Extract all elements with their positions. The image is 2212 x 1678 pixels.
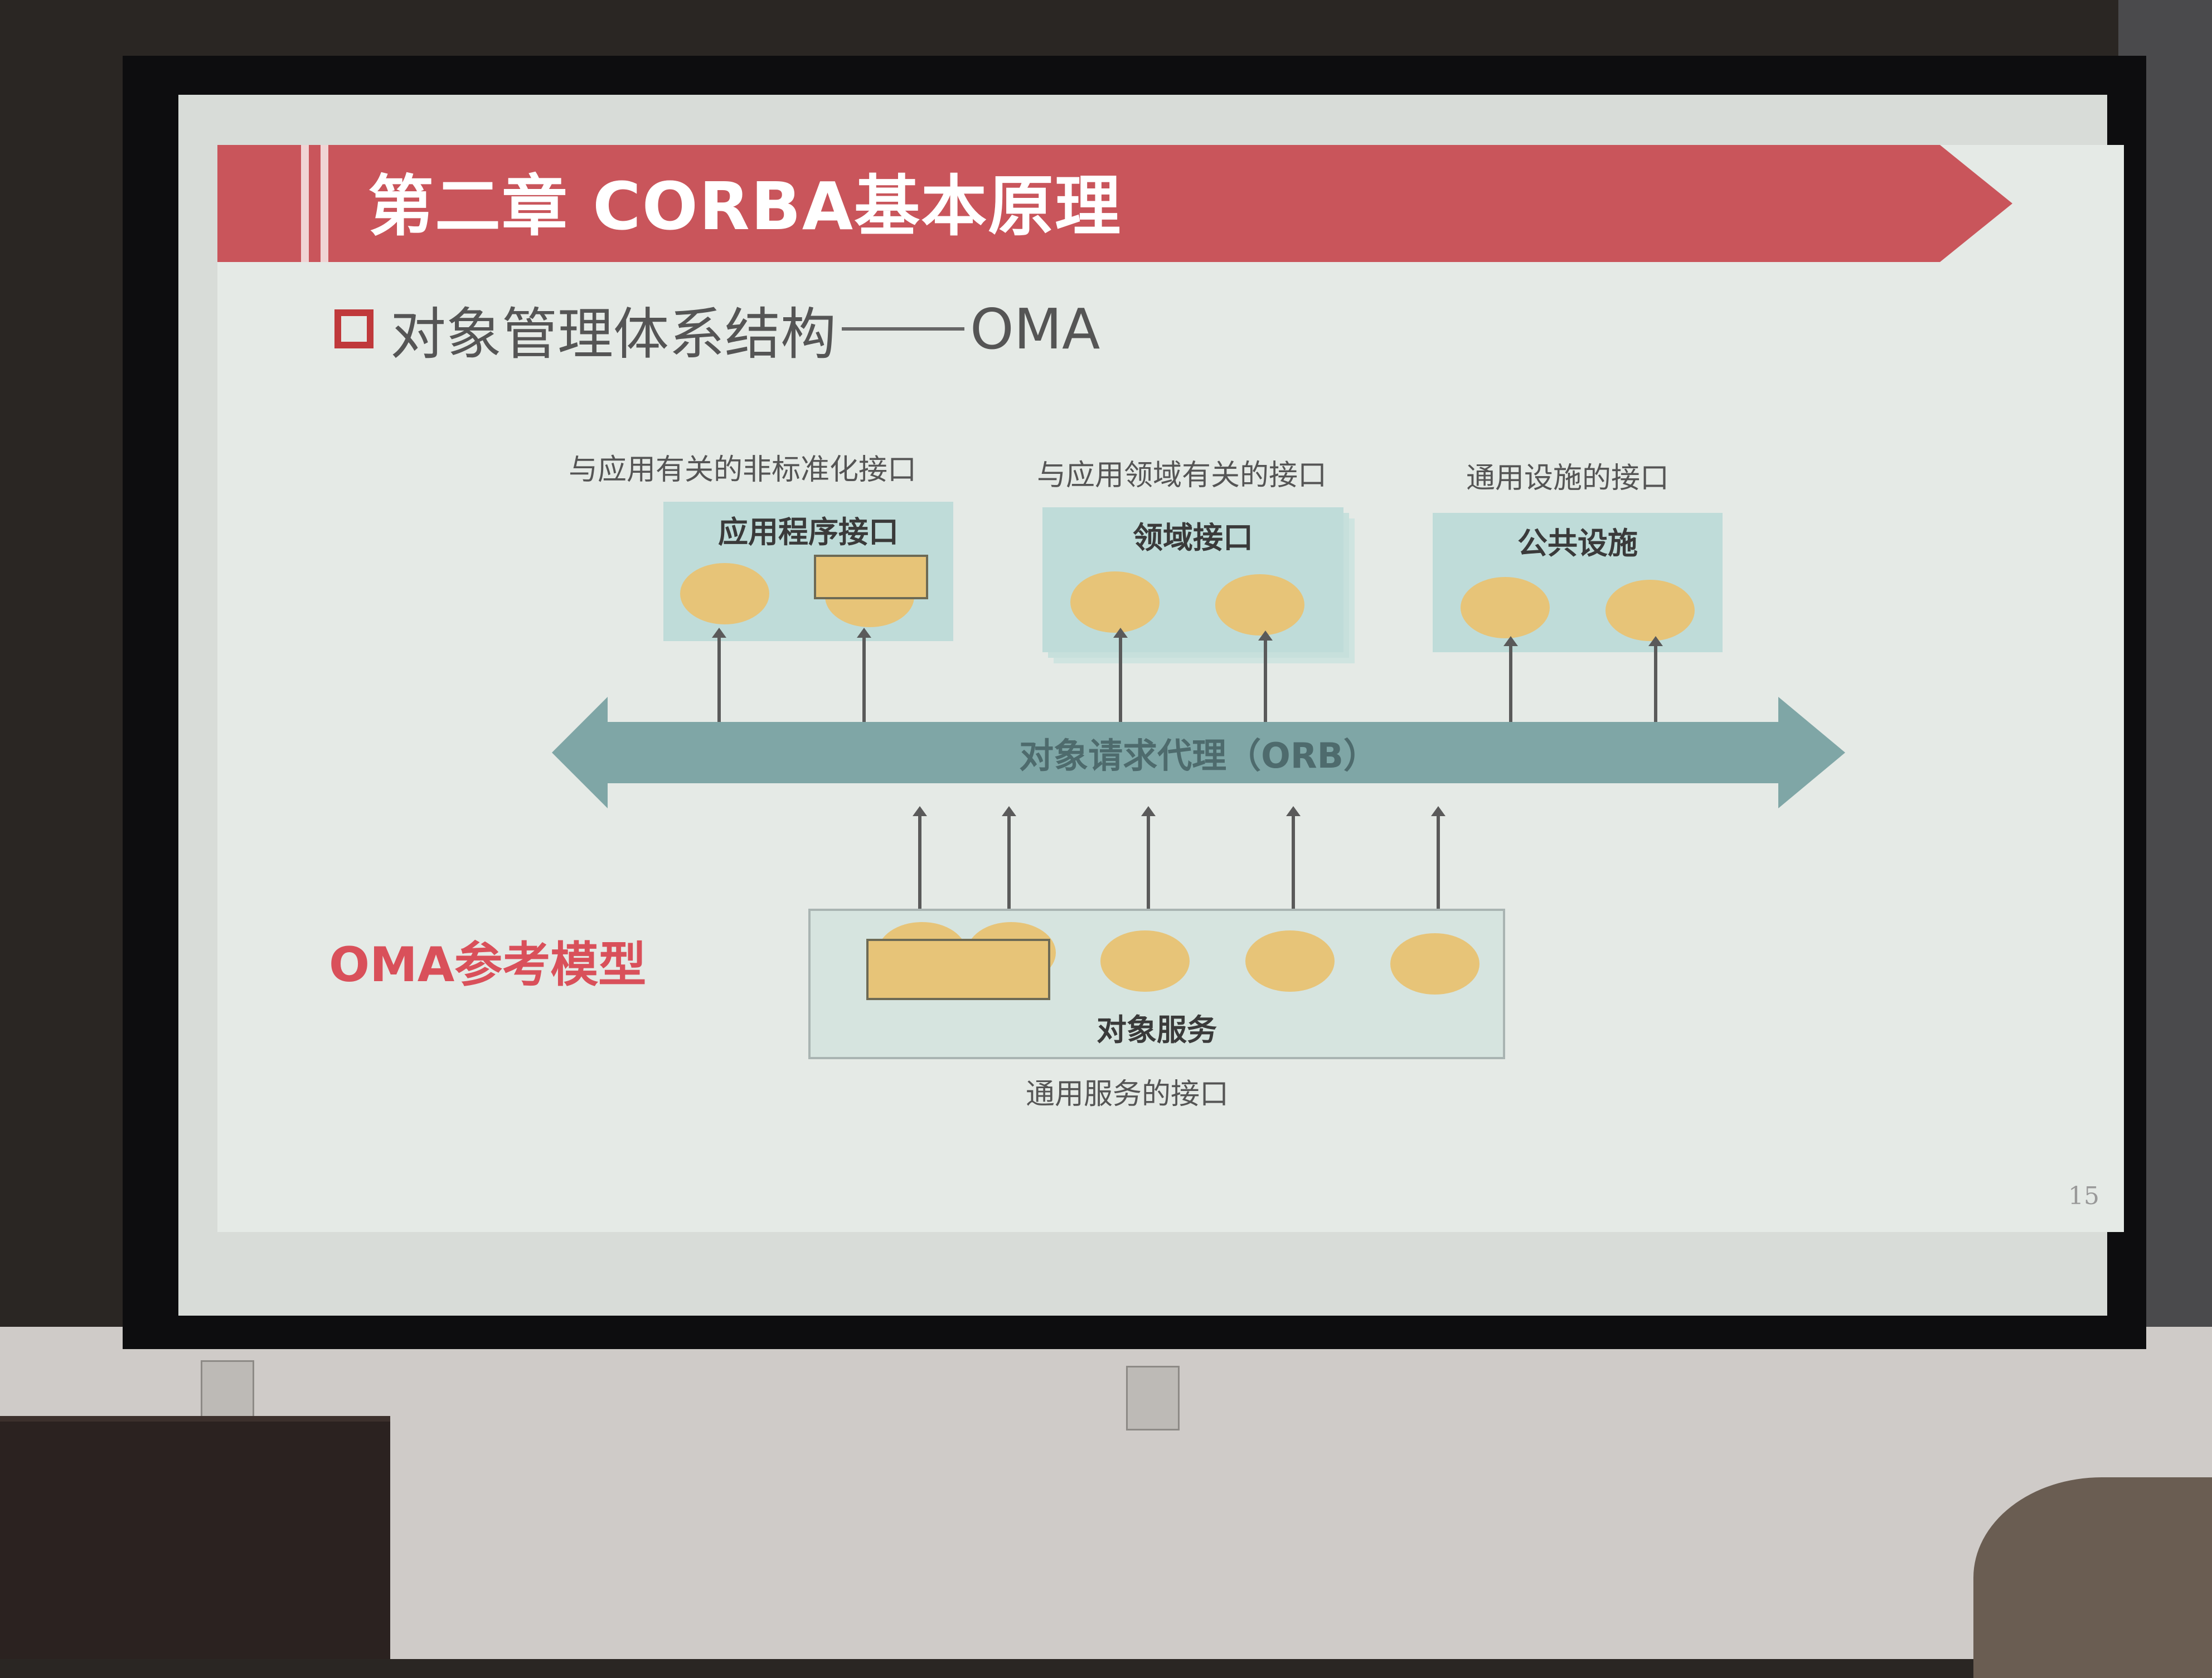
object-oval [1605, 580, 1695, 641]
oma-reference-model-label: OMA参考模型 [329, 937, 647, 993]
interface-label-facilities: 通用设施的接口 [1466, 462, 1670, 495]
slide-title: 第二章 CORBA基本原理 [368, 168, 1122, 245]
connector-arrow [1002, 806, 1016, 928]
object-rect [814, 555, 928, 599]
orb-label: 对象请求代理（ORB） [1019, 735, 1378, 776]
interface-label-app: 与应用有关的非标准化接口 [569, 453, 917, 487]
object-rect [866, 939, 1050, 1000]
box-domain-interfaces: 领域接口 [1042, 507, 1343, 652]
subtitle-dash [842, 327, 964, 331]
slide: 第二章 CORBA基本原理 对象管理体系结构 OMA 与应用有关的非标准化接口 … [217, 145, 2124, 1232]
page-number: 15 [2068, 1182, 2099, 1210]
object-oval [1215, 574, 1304, 636]
connector-arrow [1286, 806, 1301, 928]
wall-outlet [1126, 1366, 1180, 1430]
object-oval [1390, 933, 1479, 995]
subtitle: 对象管理体系结构 [390, 301, 836, 367]
interface-label-domain: 与应用领域有关的接口 [1037, 459, 1327, 492]
interface-label-services: 通用服务的接口 [1026, 1078, 1229, 1111]
box-title: 公共设施 [1517, 526, 1638, 561]
box-object-services: 对象服务 [808, 909, 1505, 1059]
box-application-interfaces: 应用程序接口 [663, 502, 953, 641]
object-oval [1070, 571, 1160, 633]
foreground-object [1973, 1477, 2212, 1678]
connector-arrow [1431, 806, 1445, 928]
title-banner [217, 145, 2012, 262]
connector-arrow [913, 806, 927, 928]
subtitle-row: 对象管理体系结构 OMA [334, 287, 1100, 371]
box-common-facilities: 公共设施 [1433, 513, 1723, 652]
box-title: 对象服务 [1097, 1012, 1217, 1047]
connector-arrow [1141, 806, 1156, 928]
orb-bus [552, 697, 1845, 808]
object-oval [680, 563, 769, 624]
box-title: 领域接口 [1133, 520, 1253, 555]
square-bullet-icon [334, 309, 373, 348]
desk [0, 1422, 390, 1659]
object-oval [1461, 577, 1550, 638]
subtitle-suffix: OMA [970, 296, 1100, 362]
object-oval [1100, 930, 1190, 992]
wall-outlet [201, 1360, 254, 1425]
box-title: 应用程序接口 [718, 515, 899, 550]
object-oval [1245, 930, 1335, 992]
